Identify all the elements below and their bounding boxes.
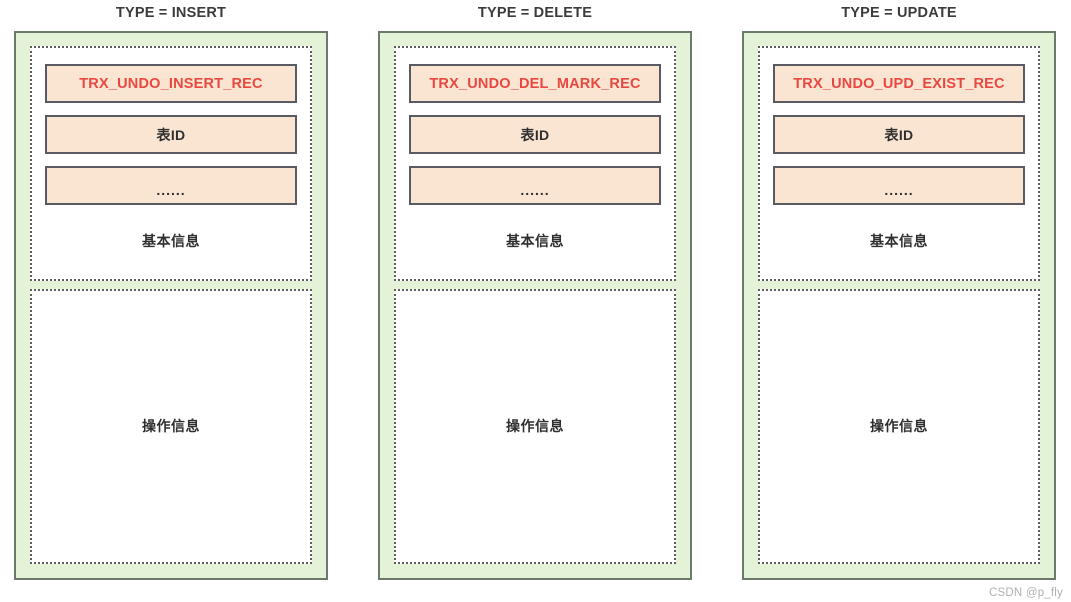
- undo-record-panel-insert: TRX_UNDO_INSERT_REC 表ID ...... 基本信息 操作信息: [14, 31, 328, 580]
- basic-info-caption-delete: 基本信息: [506, 233, 564, 249]
- basic-info-section-insert: TRX_UNDO_INSERT_REC 表ID ...... 基本信息: [30, 46, 312, 281]
- diagram-column-update: TYPE = UPDATE TRX_UNDO_UPD_EXIST_REC 表ID…: [742, 0, 1056, 580]
- operation-info-section-update: 操作信息: [758, 288, 1040, 564]
- column-title-insert: TYPE = INSERT: [115, 5, 227, 21]
- field-table-id-update: 表ID: [773, 115, 1025, 154]
- column-title-update: TYPE = UPDATE: [841, 5, 957, 21]
- operation-info-section-insert: 操作信息: [30, 288, 312, 564]
- basic-info-section-update: TRX_UNDO_UPD_EXIST_REC 表ID ...... 基本信息: [758, 46, 1040, 281]
- basic-info-caption-update: 基本信息: [870, 233, 928, 249]
- undo-record-panel-delete: TRX_UNDO_DEL_MARK_REC 表ID ...... 基本信息 操作…: [378, 31, 692, 580]
- field-label-table-id: 表ID: [884, 126, 914, 143]
- field-ellipsis-delete: ......: [409, 166, 661, 205]
- field-ellipsis-update: ......: [773, 166, 1025, 205]
- field-ellipsis-insert: ......: [45, 166, 297, 205]
- field-label-type-name: TRX_UNDO_INSERT_REC: [79, 75, 263, 92]
- operation-info-caption-insert: 操作信息: [142, 418, 200, 435]
- field-type-name-insert: TRX_UNDO_INSERT_REC: [45, 64, 297, 103]
- basic-info-section-delete: TRX_UNDO_DEL_MARK_REC 表ID ...... 基本信息: [394, 46, 676, 281]
- field-label-ellipsis: ......: [156, 181, 186, 198]
- field-table-id-delete: 表ID: [409, 115, 661, 154]
- field-label-ellipsis: ......: [884, 181, 914, 198]
- field-label-table-id: 表ID: [156, 126, 186, 143]
- operation-info-caption-delete: 操作信息: [506, 418, 564, 435]
- field-label-ellipsis: ......: [520, 181, 550, 198]
- field-label-type-name: TRX_UNDO_DEL_MARK_REC: [429, 75, 641, 92]
- undo-record-panel-update: TRX_UNDO_UPD_EXIST_REC 表ID ...... 基本信息 操…: [742, 31, 1056, 580]
- operation-info-caption-update: 操作信息: [870, 418, 928, 435]
- diagram-column-delete: TYPE = DELETE TRX_UNDO_DEL_MARK_REC 表ID …: [378, 0, 692, 580]
- diagram-column-insert: TYPE = INSERT TRX_UNDO_INSERT_REC 表ID ..…: [14, 0, 328, 580]
- field-type-name-delete: TRX_UNDO_DEL_MARK_REC: [409, 64, 661, 103]
- field-label-type-name: TRX_UNDO_UPD_EXIST_REC: [793, 75, 1005, 92]
- field-table-id-insert: 表ID: [45, 115, 297, 154]
- field-type-name-update: TRX_UNDO_UPD_EXIST_REC: [773, 64, 1025, 103]
- basic-info-caption-wrap-insert: 基本信息: [45, 217, 297, 279]
- operation-info-section-delete: 操作信息: [394, 288, 676, 564]
- basic-info-caption-wrap-update: 基本信息: [773, 217, 1025, 279]
- column-title-delete: TYPE = DELETE: [477, 5, 593, 21]
- basic-info-caption-wrap-delete: 基本信息: [409, 217, 661, 279]
- field-label-table-id: 表ID: [520, 126, 550, 143]
- basic-info-caption-insert: 基本信息: [142, 233, 200, 249]
- watermark-text: CSDN @p_fly: [989, 587, 1063, 599]
